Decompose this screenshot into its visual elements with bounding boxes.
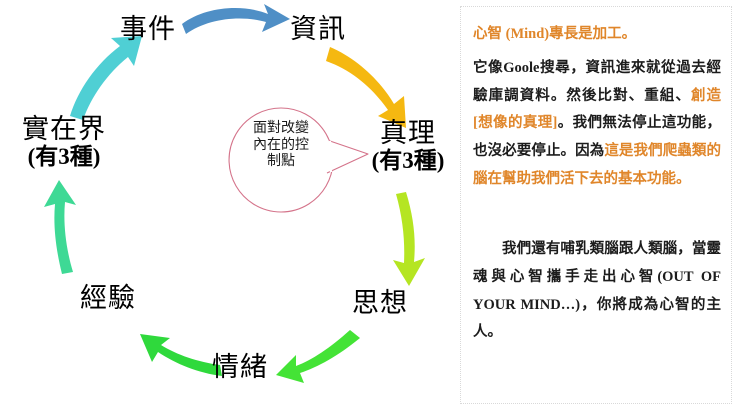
node-label-info: 資訊: [268, 14, 368, 44]
bubble-line-3: 制點: [267, 154, 295, 170]
node-experience-title: 經驗: [80, 283, 136, 313]
node-reality-title: 實在界: [22, 114, 106, 144]
arrow-event-to-info-icon: [182, 4, 290, 34]
node-label-truth: 真理 (有3種): [358, 118, 458, 174]
bubble-line-1: 面對改變: [253, 121, 309, 136]
node-label-experience: 經驗: [58, 283, 158, 313]
node-event-title: 事件: [120, 14, 176, 44]
node-label-event: 事件: [98, 14, 198, 44]
arrow-truth-to-thought-icon: [393, 192, 425, 286]
note-p3-run-1: 我們還有哺乳類腦跟人類腦，當靈魂與心智攜手走出心智(OUT OF YOUR MI…: [473, 240, 721, 341]
note-p2-run-2-highlight: 創造[想像的真理]: [473, 87, 722, 132]
arrow-emotion-to-experience-icon: [140, 334, 222, 376]
arrow-thought-to-emotion-icon: [276, 330, 360, 383]
cycle-diagram: 面對改變 內在的控 制點 事件 資訊 真理 (有3種) 思想 情緒 經驗 實在界…: [4, 4, 458, 383]
node-truth-subtitle: (有3種): [371, 148, 445, 174]
node-thought-title: 思想: [352, 288, 408, 318]
node-emotion-title: 情緒: [212, 352, 268, 382]
arrow-experience-to-reality-icon: [44, 180, 76, 274]
arrow-info-to-truth-icon: [326, 47, 406, 128]
node-label-reality: 實在界 (有3種): [4, 114, 124, 170]
note-paragraph-1: 心智 (Mind)專長是加工。: [473, 21, 721, 49]
center-speech-bubble-icon: [228, 107, 369, 213]
node-truth-title: 真理: [380, 118, 436, 148]
note-p2-run-3: 。我們無法停止這功能，也沒必要停止。因為: [473, 115, 721, 160]
note-paragraph-3: 我們還有哺乳類腦跟人類腦，當靈魂與心智攜手走出心智(OUT OF YOUR MI…: [473, 236, 721, 347]
cycle-arrows-svg: [44, 4, 425, 383]
note-panel: 心智 (Mind)專長是加工。 它像Goole搜尋，資訊進來就從過去經驗庫調資料…: [460, 6, 732, 404]
node-label-thought: 思想: [330, 288, 430, 318]
note-p2-run-4-highlight: 這是我們爬蟲類的腦在幫助我們活下去的基本功能。: [473, 143, 721, 188]
node-reality-subtitle: (有3種): [27, 144, 101, 170]
note-paragraph-2: 它像Goole搜尋，資訊進來就從過去經驗庫調資料。然後比對、重組、創造[想像的真…: [473, 55, 721, 194]
node-info-title: 資訊: [290, 14, 346, 44]
bubble-line-2: 內在的控: [253, 137, 309, 153]
arrow-reality-to-event-icon: [70, 36, 142, 120]
bubble-text: 面對改變 內在的控 制點: [238, 121, 324, 171]
note-p2-run-1: 它像Goole搜尋，資訊進來就從過去經驗庫調資料。然後比對、重組、: [473, 59, 721, 104]
node-label-emotion: 情緒: [190, 352, 290, 382]
note-p1-run-1: 心智 (Mind)專長是加工。: [473, 26, 637, 42]
